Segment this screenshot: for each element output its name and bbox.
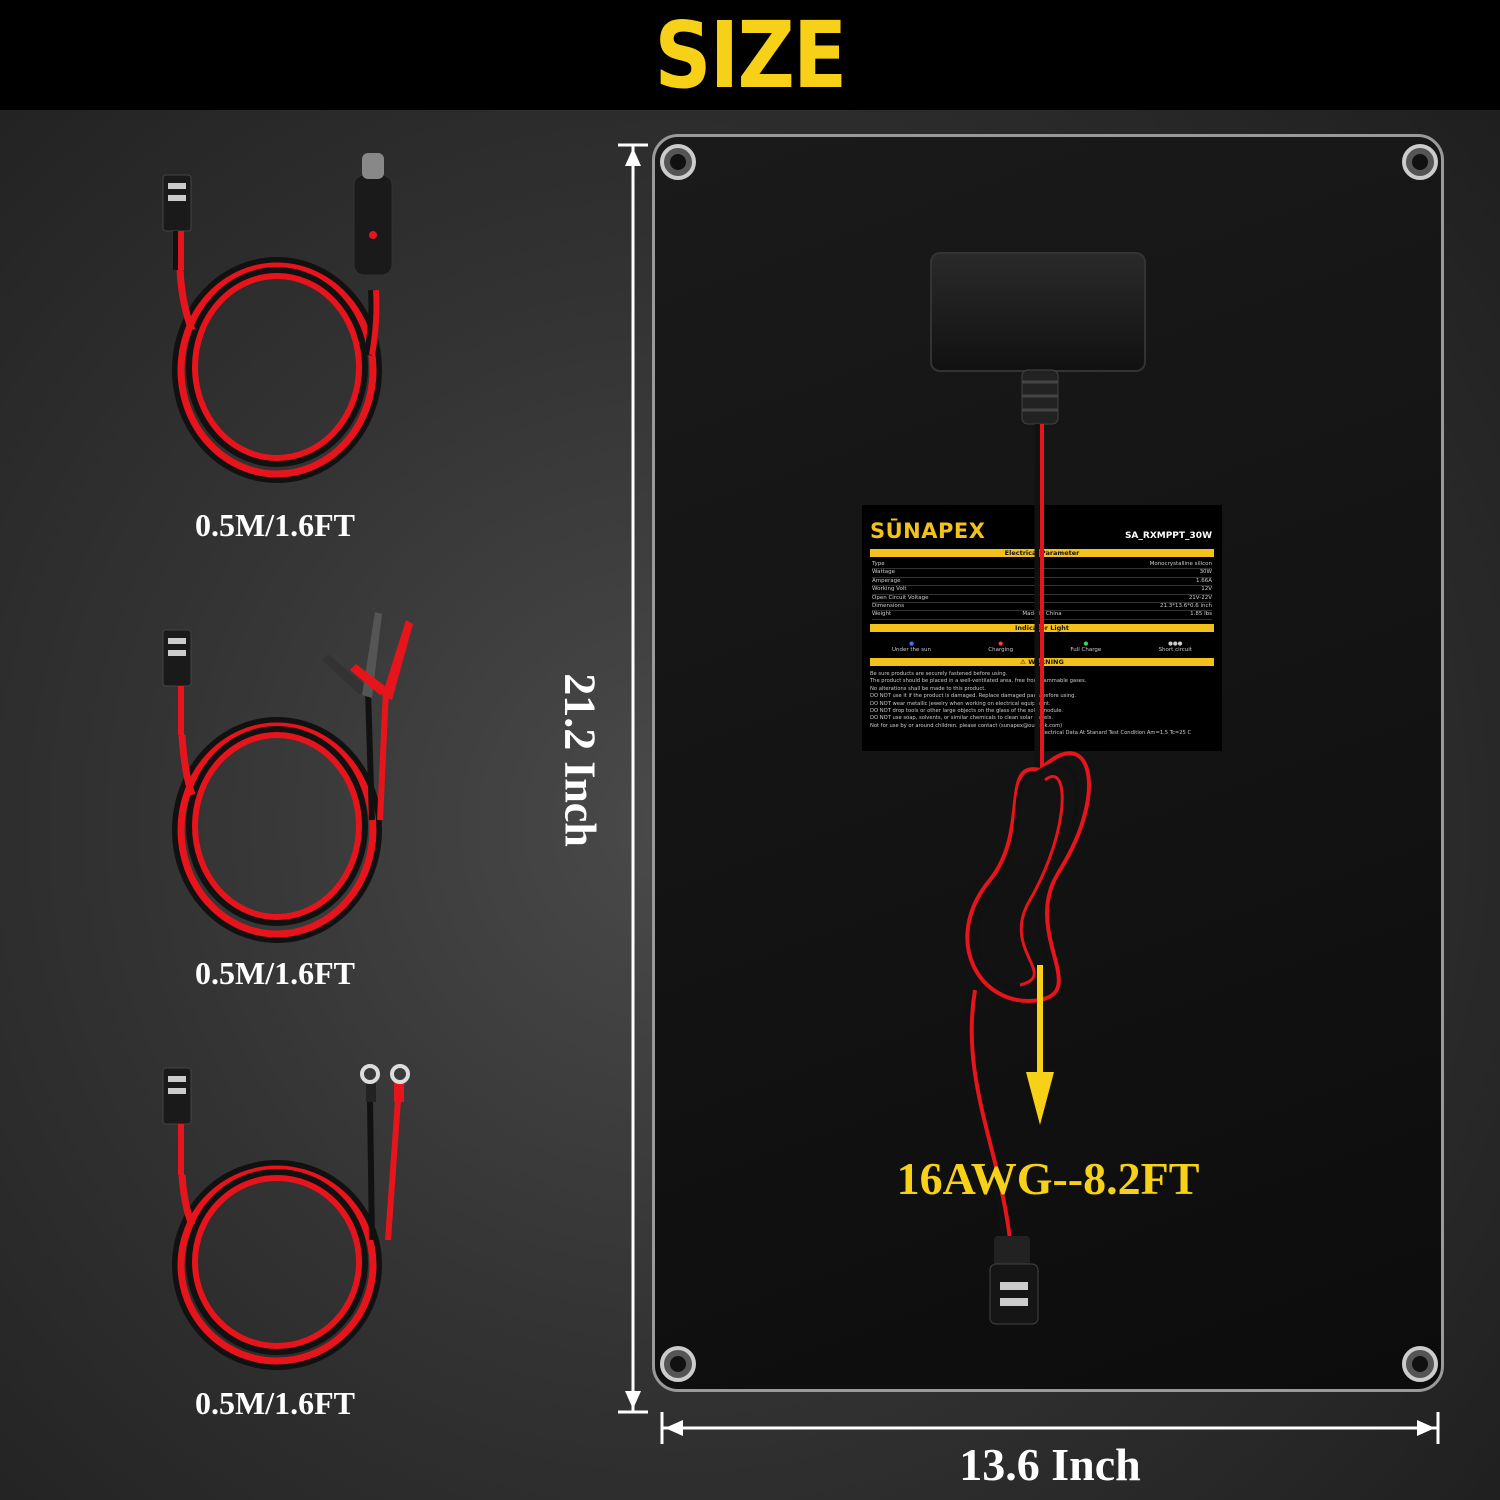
model-number: SA_RXMPPT_30W — [1124, 531, 1212, 541]
output-cable-label: 16AWG--8.2FT — [896, 1153, 1200, 1204]
indicator-item: ●Under the sun — [892, 641, 932, 653]
ring-terminal-cable-icon — [162, 1064, 410, 1370]
accessory-cigarette-lighter: 0.5M/1.6FT — [110, 145, 440, 545]
panel-width-label: 13.6 Inch — [959, 1439, 1141, 1490]
cable-length-label: 0.5M/1.6FT — [195, 955, 355, 991]
cigarette-lighter-cable-icon — [162, 153, 393, 483]
panel-height-label: 21.2 Inch — [555, 673, 605, 847]
indicator-item: ●●●Short circuit — [1158, 641, 1192, 653]
indicator-lights: ●Under the sun ●Charging ●Full Charge ●●… — [892, 641, 1192, 653]
accessory-alligator-clips: 0.5M/1.6FT — [110, 600, 440, 1000]
footnote: Electrical Data At Stanard Test Conditio… — [1040, 730, 1192, 737]
indicator-item: ●Full Charge — [1070, 641, 1102, 653]
made-in-text: Made in China — [1022, 611, 1062, 617]
alligator-clip-cable-icon — [162, 612, 413, 943]
electrical-header: Electrical Parameter — [870, 549, 1214, 557]
junction-box — [930, 252, 1146, 372]
cable-length-label: 0.5M/1.6FT — [195, 507, 355, 543]
warning-header: ⚠ WARNING — [870, 658, 1214, 666]
cable-length-label: 0.5M/1.6FT — [195, 1385, 355, 1421]
page-title: SIZE — [654, 1, 848, 109]
header-bar: SIZE — [0, 0, 1500, 110]
indicator-header: Indicator Light — [870, 624, 1214, 632]
indicator-item: ●Charging — [988, 641, 1014, 653]
brand-logo: SŪNAPEX — [870, 519, 986, 543]
warning-text: Be sure products are securely fastened b… — [870, 671, 1214, 738]
product-spec-label: SŪNAPEX SA_RXMPPT_30W Electrical Paramet… — [862, 505, 1222, 751]
accessory-ring-terminals: 0.5M/1.6FT — [110, 1040, 440, 1440]
